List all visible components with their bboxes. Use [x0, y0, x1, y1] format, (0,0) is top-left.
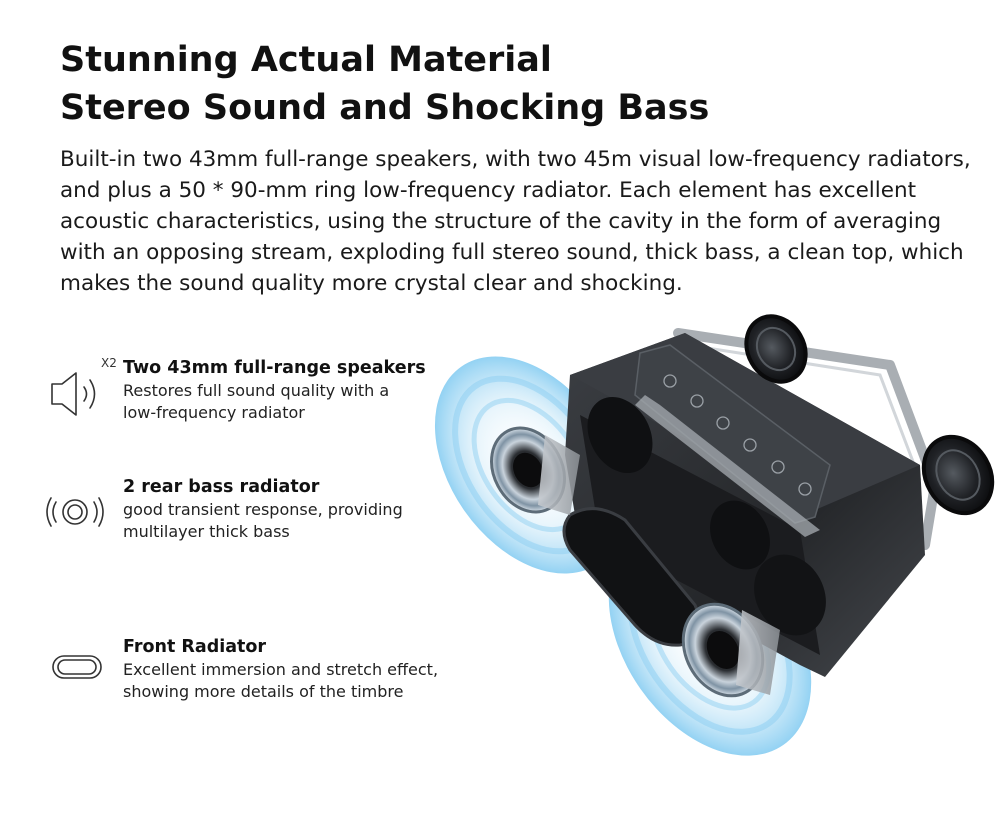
feature-title: 2 rear bass radiator	[123, 477, 320, 497]
title-line-1: Stunning Actual Material	[60, 40, 552, 80]
front-radiator-icon	[44, 635, 110, 695]
intro-paragraph: Built-in two 43mm full-range speakers, w…	[60, 147, 971, 296]
rear-bass-radiator-right	[921, 434, 995, 516]
page-title: Stunning Actual Material Stereo Sound an…	[60, 36, 860, 132]
feature-desc-line: multilayer thick bass	[123, 522, 290, 541]
feature-desc-line: showing more details of the timbre	[123, 682, 404, 701]
feature-title: Front Radiator	[123, 637, 267, 657]
front-radiator-pad	[562, 507, 702, 647]
rear-bass-radiator-top	[744, 314, 808, 384]
quantity-badge: X2	[101, 356, 117, 370]
feature-desc-line: Excellent immersion and stretch effect,	[123, 660, 439, 679]
full-range-driver-right	[681, 602, 780, 698]
feature-desc-line: good transient response, providing	[123, 500, 403, 519]
title-line-2: Stereo Sound and Shocking Bass	[60, 88, 710, 128]
bass-radiator-icon	[44, 480, 110, 540]
speaker-icon	[44, 364, 110, 424]
feature-title: Two 43mm full-range speakers	[123, 358, 426, 378]
full-range-driver-left	[490, 426, 580, 515]
speaker-exploded-illustration	[420, 305, 1000, 814]
control-panel	[634, 344, 831, 537]
feature-desc-line: low-frequency radiator	[123, 403, 305, 422]
feature-desc-line: Restores full sound quality with a	[123, 381, 390, 400]
